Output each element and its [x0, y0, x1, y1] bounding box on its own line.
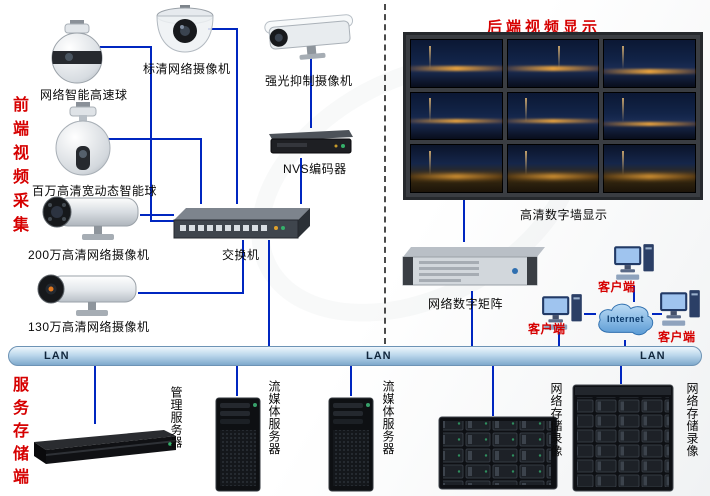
cam-200-label: 200万高清网络摄像机	[28, 248, 150, 262]
speed-dome-camera	[45, 20, 109, 86]
video-wall-cell	[506, 144, 600, 193]
connector-line	[236, 28, 238, 204]
lan-bus	[8, 346, 702, 366]
lan-label: LAN	[44, 350, 70, 362]
connector-line	[150, 220, 174, 222]
connector-line	[584, 313, 596, 315]
connector-line	[208, 28, 238, 30]
streaming-server-label: 流媒体服务器	[381, 380, 395, 455]
connector-line	[138, 292, 244, 294]
bullet-camera-200	[36, 190, 146, 246]
network-switch	[170, 200, 315, 244]
front-section-label: 前端视频采集	[10, 96, 27, 240]
management-server	[24, 424, 178, 474]
cam-130-label: 130万高清网络摄像机	[28, 320, 150, 334]
video-wall-cell	[603, 91, 696, 141]
video-wall-cell	[506, 39, 600, 88]
video-wall-cell	[410, 144, 503, 193]
internet-cloud	[594, 300, 656, 340]
lan-label: LAN	[640, 350, 666, 362]
nvs-encoder	[263, 126, 355, 160]
connector-line	[310, 58, 312, 128]
connector-line	[150, 46, 152, 222]
switch-label: 交换机	[222, 248, 260, 262]
client-pc	[540, 292, 586, 334]
connector-line	[236, 366, 238, 396]
front-back-separator	[384, 4, 386, 344]
connector-line	[350, 366, 352, 396]
management-server-label: 管理服务器	[169, 386, 183, 449]
connector-line	[492, 366, 494, 416]
connector-line	[652, 313, 662, 315]
client-pc	[612, 242, 658, 284]
connector-line	[633, 286, 635, 302]
ptz-ball-camera	[52, 102, 114, 180]
connector-line	[268, 240, 270, 346]
matrix-server	[393, 241, 553, 293]
ptz-dome-label: 百万高清宽动态智能球	[32, 184, 158, 198]
nvs-label: NVS编码器	[283, 162, 347, 176]
client-pc	[658, 288, 704, 330]
connector-line	[94, 366, 96, 424]
internet-label: Internet	[607, 314, 645, 324]
connector-line	[620, 366, 622, 384]
lan-label: LAN	[366, 350, 392, 362]
highlight-box-camera	[262, 12, 358, 66]
connector-line	[100, 46, 152, 48]
sd-dome-camera	[152, 5, 218, 59]
connector-line	[624, 340, 626, 346]
video-wall-cell	[410, 91, 503, 141]
client-label: 客户端	[598, 280, 636, 294]
streaming-server-tower	[213, 396, 263, 493]
storage-section-label: 服务存储端	[10, 376, 27, 491]
streaming-server-label: 流媒体服务器	[267, 380, 281, 455]
video-wall-label: 高清数字墙显示	[520, 208, 608, 222]
connector-line	[104, 138, 202, 140]
client-label: 客户端	[658, 330, 696, 344]
storage-array	[438, 416, 558, 490]
video-wall	[403, 32, 703, 200]
connector-line	[140, 214, 174, 216]
matrix-label: 网络数字矩阵	[428, 297, 504, 311]
connector-line	[463, 200, 465, 242]
bullet-camera-130	[28, 270, 142, 320]
sd-camera-label: 标清网络摄像机	[143, 62, 231, 76]
storage-array-label: 网络存储录像	[685, 382, 699, 457]
streaming-server-tower	[326, 396, 376, 493]
connector-line	[558, 332, 560, 346]
connector-line	[300, 158, 302, 204]
video-wall-cell	[603, 144, 696, 193]
connector-line	[471, 291, 473, 346]
storage-array-label: 网络存储录像	[549, 382, 563, 457]
highlight-camera-label: 强光抑制摄像机	[265, 74, 353, 88]
connector-line	[242, 240, 244, 294]
video-wall-cell	[410, 39, 503, 88]
connector-line	[200, 138, 202, 204]
back-section-title: 后端视频显示	[487, 19, 602, 36]
video-wall-cell	[506, 91, 600, 141]
storage-array	[572, 384, 674, 492]
speed-dome-label: 网络智能高速球	[40, 88, 128, 102]
video-wall-cell	[603, 39, 696, 88]
client-label: 客户端	[528, 322, 566, 336]
